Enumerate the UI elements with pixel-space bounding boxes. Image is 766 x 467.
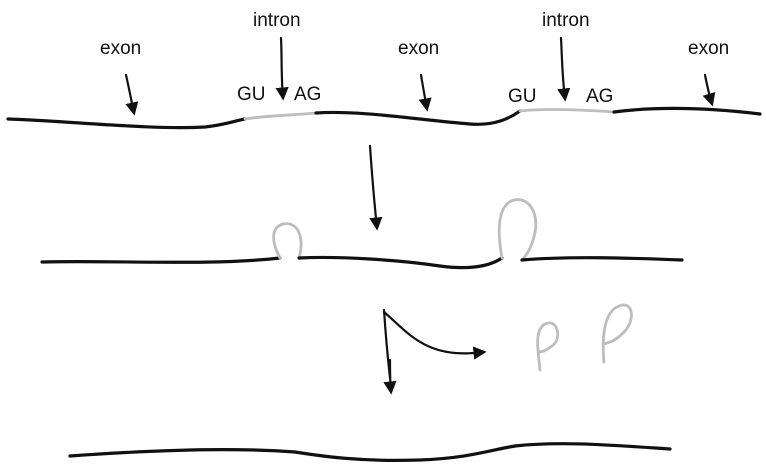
ag-label-1: AG: [294, 84, 321, 105]
exon-2-pointer-arrow: [418, 73, 432, 112]
exon-3-pointer-arrow: [702, 73, 716, 107]
exon-3-segment: [612, 106, 762, 116]
lariat-strand: [40, 198, 684, 270]
lariat-loop-1: [272, 222, 303, 260]
exon-1-pointer-arrow: [124, 73, 139, 116]
exon-1-segment: [6, 117, 247, 130]
intron-2-pointer-arrow: [557, 36, 571, 102]
intron-1-pointer-arrow: [275, 36, 289, 101]
mid-exon-3-segment: [520, 256, 684, 262]
excised-lariat-2: [601, 303, 633, 364]
mature-mrna-strand: [68, 442, 672, 462]
mid-exon-1-segment: [40, 256, 282, 264]
gu-label-1: GU: [237, 84, 266, 105]
step-1-arrow: [368, 144, 383, 231]
gu-label-2: GU: [508, 86, 537, 107]
exon-2-label: exon: [398, 38, 439, 59]
intron-1-segment: [243, 111, 318, 121]
mid-exon-2-segment: [297, 255, 504, 270]
excised-lariat-1: [536, 321, 560, 372]
exon-2-segment: [314, 109, 522, 126]
step-2-arrow-down: [383, 358, 397, 395]
intron-2-label: intron: [542, 10, 590, 31]
ag-label-2: AG: [586, 86, 613, 107]
intron-1-label: intron: [253, 10, 301, 31]
pre-mrna-strand: [6, 106, 762, 130]
lariat-loop-2: [497, 198, 538, 262]
step-2-arrow-excised: [382, 310, 487, 360]
mature-exon-1-segment: [68, 448, 297, 458]
exon-3-label: exon: [688, 38, 729, 59]
mature-exon-2-segment: [293, 444, 517, 462]
intron-2-segment: [518, 108, 616, 114]
mature-exon-3-segment: [513, 442, 672, 451]
exon-1-label: exon: [100, 38, 141, 59]
